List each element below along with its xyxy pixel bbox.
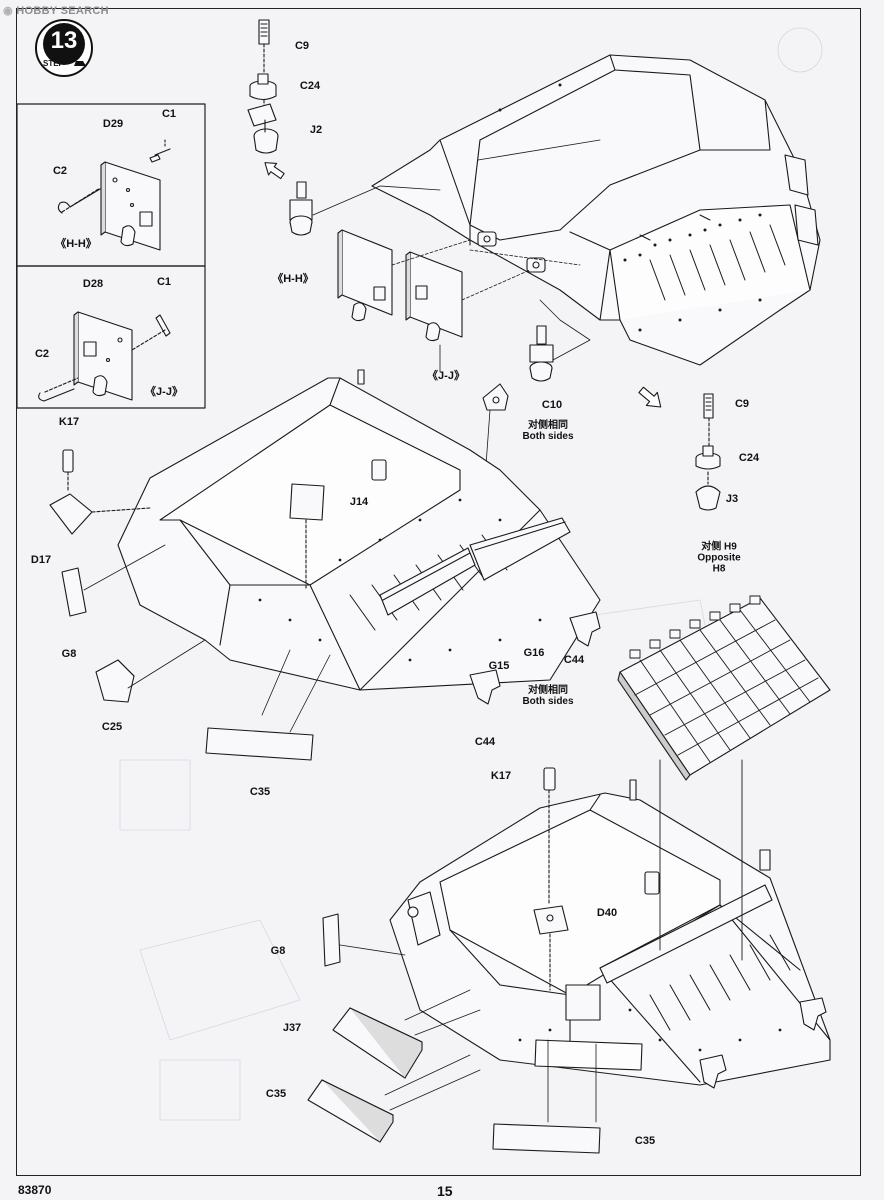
part-c44-right [569,611,601,647]
label-c35-bl: C35 [265,1087,287,1100]
part-j14 [289,483,325,591]
label-c24-right: C24 [738,451,760,464]
label-d40: D40 [596,906,618,919]
label-c9-right: C9 [734,397,750,410]
label-g8-bottom: G8 [270,944,286,957]
label-c10: C10 [541,398,563,411]
direction-arrow-2 [638,386,662,408]
antenna-base-stack-top [247,19,279,154]
inset-jj-c2-label: C2 [34,347,50,360]
label-k17-top: K17 [58,415,80,428]
inset-hh-view-label: 《H-H》 [55,237,97,250]
parts-g15-g16 [379,517,571,616]
inset-hh-plate-d29 [57,139,171,251]
label-c24-top: C24 [299,79,321,92]
label-c44-mid: C44 [474,735,496,748]
label-g15: G15 [488,659,510,672]
label-j3: J3 [725,492,739,505]
step-word: STEP [43,59,64,68]
both-sides-cn: 对侧相同 [528,420,568,431]
label-h9-note: 对侧 H9 Opposite H8 [697,542,740,575]
antenna-base-assembled-center [529,299,591,382]
step-number: 13 [50,27,78,54]
inset-hh-c2-label: C2 [52,164,68,177]
label-c10-note: 对侧相同 Both sides [522,420,573,442]
inset-frames [16,103,206,409]
lower-hull-bottom [389,779,831,1089]
product-code: 83870 [18,1183,52,1197]
inset-hh-d29-label: D29 [102,117,124,130]
part-k17-d17-left [49,449,151,535]
both-sides2-cn: 对侧相同 [528,685,568,696]
inset-jj-plate-d28 [38,311,171,402]
inset-jj-d28-label: D28 [82,277,104,290]
label-hh-main: 《H-H》 [272,272,314,285]
part-c35-middle [205,649,331,761]
part-c25 [95,639,206,703]
both-sides-en: Both sides [522,431,574,442]
plates-main [337,229,581,373]
label-h8: H8 [712,563,726,575]
page-frame [16,8,861,1176]
label-c35-mid: C35 [249,785,271,798]
hobby-search-logo: ◉ HOBBY SEARCH [3,5,109,17]
label-j14: J14 [349,495,369,508]
part-j37 [332,989,481,1079]
label-c35-br: C35 [634,1134,656,1147]
part-g8-bottom [322,913,341,967]
direction-arrow-1 [264,162,285,180]
antenna-base-assembled-left [289,181,441,236]
part-k17-d40-bottom [533,767,569,991]
part-h8-grille [617,595,831,781]
label-c44-right: C44 [563,653,585,666]
page-number: 15 [437,1183,453,1199]
part-g8-top [61,567,87,617]
label-j37: J37 [282,1021,302,1034]
label-c25: C25 [101,720,123,733]
inset-jj-view-label: 《J-J》 [145,385,183,398]
opposite-cn: 对侧 H9 [701,541,737,553]
label-c44-note: 对侧相同 Both sides [522,685,573,707]
label-jj-main: 《J-J》 [427,369,465,382]
antenna-base-stack-right [695,393,721,511]
opposite-en: Opposite [697,552,741,564]
part-c35-bottom-right [492,1039,643,1154]
inset-jj-c1-label: C1 [156,275,172,288]
label-g8-top: G8 [61,647,77,660]
upper-hull [371,54,821,366]
step-badge: 13 STEP [36,22,92,78]
label-j2: J2 [309,123,323,136]
label-g16: G16 [523,646,545,659]
inset-hh-c1-label: C1 [161,107,177,120]
label-c9-top: C9 [294,39,310,52]
step-badge-graphic [35,19,93,77]
part-c44-middle [469,669,501,705]
part-c35-bottom-left [307,1054,481,1143]
label-d17: D17 [30,553,52,566]
both-sides2-en: Both sides [522,696,574,707]
label-k17-bottom: K17 [490,769,512,782]
